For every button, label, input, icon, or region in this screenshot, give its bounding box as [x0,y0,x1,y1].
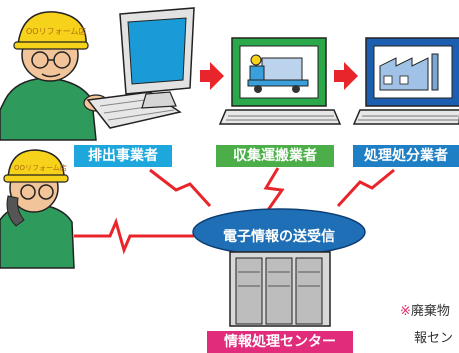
server-rack-icon [229,251,331,327]
label-information-center: 情報処理センター [207,331,353,353]
lightning-processor [336,168,395,208]
flow-arrow-1 [200,62,224,90]
lightning-connectors [74,167,395,255]
helmet-badge-1: OOリフォーム店 [26,26,86,36]
label-transporter: 収集運搬業者 [216,145,334,167]
lightning-phone [74,217,194,255]
note-mark: ※ [400,304,411,319]
note-text-1: 廃棄物 [410,304,450,319]
footnote-line-2: 報セン [414,331,454,346]
lightning-emitter [149,168,212,208]
processor-monitor-icon [352,37,459,125]
transporter-monitor-icon [218,37,342,125]
emitter-computer-icon [119,7,195,109]
label-emitter: 排出事業者 [74,145,172,167]
phone-worker-illustration [0,149,75,269]
footnote-line-1: ※廃棄物 [400,300,450,319]
flow-arrow-2 [334,62,358,90]
lightning-transporter [263,167,285,211]
helmet-badge-2: OOリフォーム店 [14,163,67,172]
emitter-worker-illustration [0,11,182,141]
hub-label: 電子情報の送受信 [223,229,335,245]
label-processor: 処理処分業者 [353,145,459,167]
